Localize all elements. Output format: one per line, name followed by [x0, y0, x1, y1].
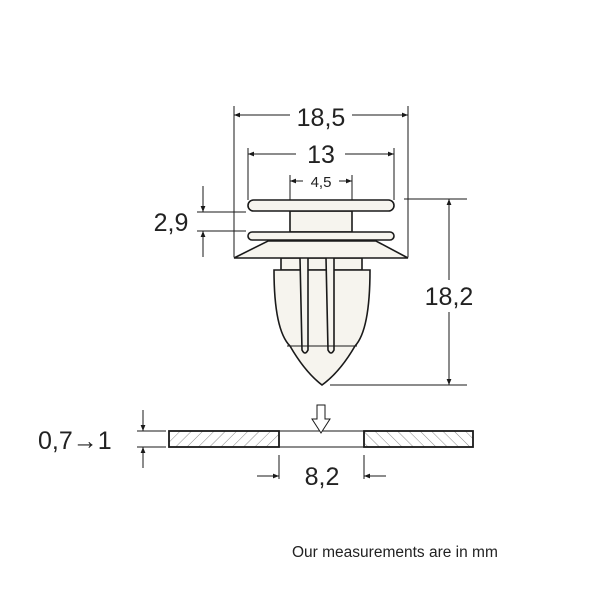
clip-upper-flange	[247, 199, 395, 212]
units-note: Our measurements are in mm	[292, 544, 498, 561]
clip-neck	[289, 210, 353, 233]
dim-label-panel-thickness: 0,7→1	[38, 427, 112, 455]
clip-lower-flange	[247, 231, 395, 241]
insert-arrow-icon	[311, 404, 331, 434]
clip-slot-left	[299, 257, 309, 354]
panel-left	[168, 430, 280, 448]
dim-label-hole-diameter: 8,2	[305, 463, 340, 491]
dim-label-overall-width: 18,5	[297, 104, 346, 132]
dim-label-flange-gap: 2,9	[154, 209, 189, 237]
clip-bullet	[273, 269, 371, 386]
dim-label-height: 18,2	[425, 283, 474, 311]
clip-slot-right	[325, 257, 335, 354]
clip-stem	[280, 257, 363, 271]
dim-label-flange-width: 13	[307, 141, 335, 169]
clip-cone	[233, 240, 409, 259]
clip-body	[233, 199, 409, 386]
dim-label-neck-width: 4,5	[311, 174, 332, 191]
panel-right	[363, 430, 474, 448]
